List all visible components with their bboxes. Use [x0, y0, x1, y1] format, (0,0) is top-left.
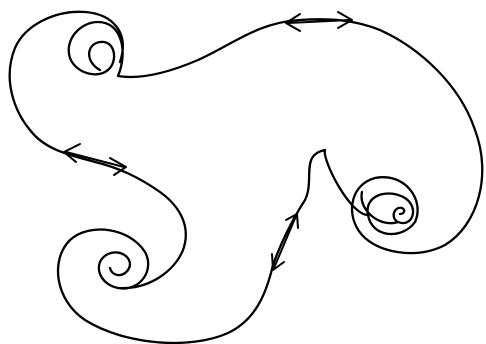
- double-arrow-left: [64, 144, 126, 175]
- double-arrow-middle: [272, 214, 298, 270]
- outline-curve: [10, 12, 483, 343]
